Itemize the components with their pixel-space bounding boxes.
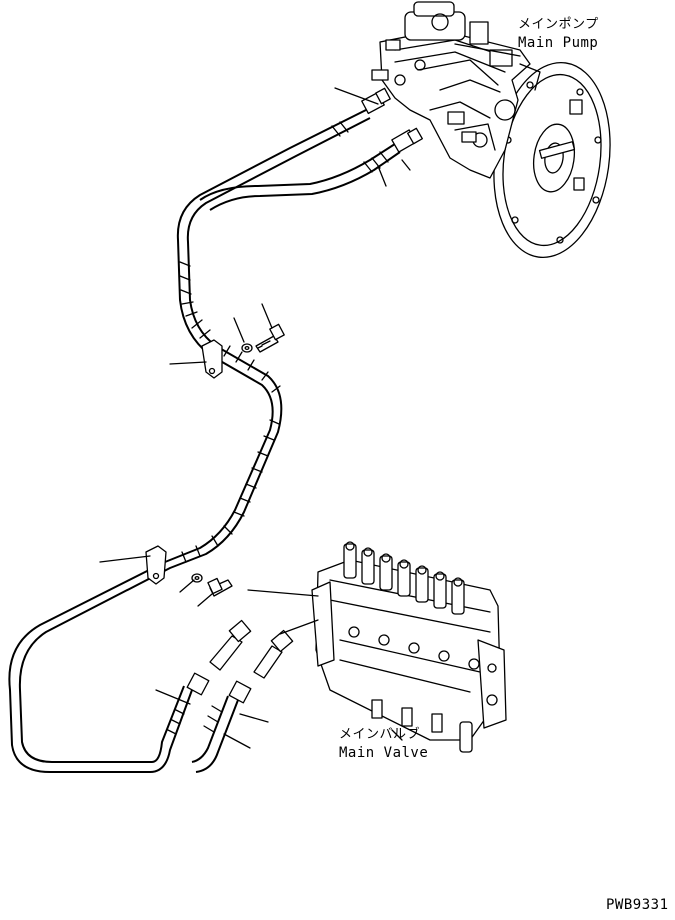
main-valve-label-jp: メインバルブ xyxy=(339,727,421,742)
drawing-number: PWB9331 xyxy=(606,897,669,913)
suction-hose xyxy=(199,127,423,211)
valve-hose-fittings xyxy=(167,619,294,773)
leader-lines xyxy=(99,43,521,749)
main-pump-illustration xyxy=(371,1,611,259)
main-valve-label-en: Main Valve xyxy=(339,745,429,761)
lower-hose-clamp xyxy=(145,545,233,597)
main-valve-illustration xyxy=(311,541,507,753)
upper-hose-clamp xyxy=(201,323,285,379)
main-pump-label-en: Main Pump xyxy=(518,35,599,51)
pressure-hose xyxy=(8,87,391,773)
main-pump-label-jp: メインポンプ xyxy=(518,17,599,32)
